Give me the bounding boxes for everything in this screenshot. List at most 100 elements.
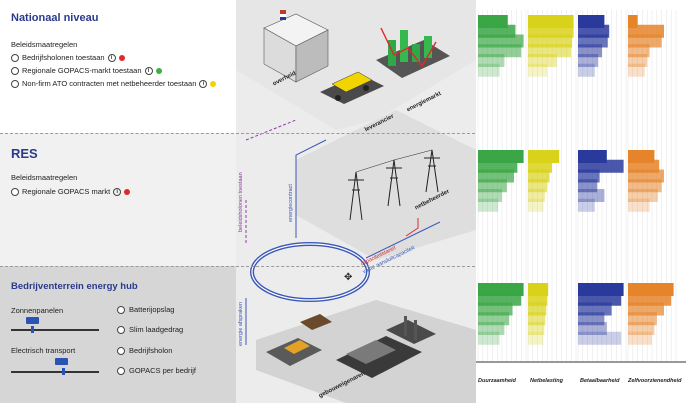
slider-thumb-zonnepanelen[interactable] [26, 317, 39, 324]
bar [528, 54, 557, 67]
bar [628, 189, 658, 202]
slider-knob-electrisch[interactable] [62, 368, 65, 375]
bar [578, 331, 622, 345]
charts-area: Duurzaamheid Netbelasting Betaalbaarheid… [476, 0, 698, 403]
bar [628, 179, 662, 193]
option-bedrijfsholonen[interactable]: Bedrijfsholonen toestaan i [11, 53, 125, 62]
capaciteitstarief-arrow [405, 218, 419, 237]
overheid-building [263, 10, 329, 83]
x-label-zelfvoorzienendheid: Zelfvoorzienendheid [628, 378, 682, 384]
bar [528, 312, 546, 326]
bar [528, 189, 545, 202]
info-icon[interactable]: i [144, 66, 153, 75]
bar [578, 63, 595, 77]
bar [628, 331, 652, 345]
national-panel [0, 0, 236, 133]
bar [578, 198, 595, 212]
bar [478, 63, 500, 77]
bar [528, 179, 548, 193]
bar [578, 189, 605, 202]
bar [478, 44, 522, 58]
bar [628, 63, 645, 77]
bar [628, 312, 657, 326]
x-label-netbelasting: Netbelasting [530, 378, 564, 384]
label-energiecontract: energiecontract [288, 184, 294, 222]
option-label: Bedrijfsholonen toestaan [22, 53, 105, 62]
radio-icon[interactable] [117, 366, 125, 375]
netbeheerder-pylons [348, 149, 440, 221]
bar [478, 198, 499, 212]
bar [478, 331, 500, 345]
option-label: Regionale GOPACS markt [22, 187, 111, 196]
separator-res-hub [0, 266, 475, 267]
option-slim-laadgedrag[interactable]: Slim laadgedrag [117, 325, 183, 334]
bar [578, 322, 607, 335]
option-label: Batterijopslag [129, 305, 175, 314]
radio-icon[interactable] [11, 79, 19, 88]
bar [628, 54, 648, 67]
radio-icon[interactable] [11, 66, 19, 75]
vaste-aansluit-arrow [365, 221, 441, 259]
bar [528, 331, 544, 345]
label-beleidsholonen: beleidsholonen toestaan [238, 172, 244, 232]
status-dot-icon [118, 54, 125, 61]
info-icon[interactable]: i [107, 53, 116, 62]
option-batterijopslag[interactable]: Batterijopslag [117, 305, 174, 314]
label-energie-afspraken: energie afspraken [238, 301, 244, 346]
slider-track-zonnepanelen[interactable] [11, 329, 99, 331]
slider-thumb-electrisch[interactable] [55, 358, 68, 365]
option-label: Slim laadgedrag [129, 325, 184, 334]
bar [578, 44, 602, 58]
bar [528, 63, 548, 77]
bar [478, 322, 505, 335]
option-label: Non-firm ATO contracten met netbeheerder… [22, 79, 197, 88]
info-icon[interactable]: i [199, 79, 208, 88]
option-regionale-gopacs[interactable]: Regionale GOPACS-markt toestaan i [11, 66, 162, 75]
option-res-gopacs[interactable]: Regionale GOPACS markt i [11, 187, 131, 196]
bar [478, 179, 507, 193]
slider-track-electrisch[interactable] [11, 371, 99, 373]
bar [478, 312, 510, 326]
radio-icon[interactable] [117, 305, 125, 314]
national-subtitle: Beleidsmaatregelen [11, 40, 78, 49]
bar [478, 54, 505, 67]
res-subtitle: Beleidsmaatregelen [11, 173, 78, 182]
separator-national-res [0, 133, 475, 134]
national-title: Nationaal niveau [11, 12, 99, 24]
option-label: Bedrijfsholon [129, 346, 173, 355]
option-label: Regionale GOPACS-markt toestaan [22, 66, 142, 75]
energiemarkt-chart [376, 27, 450, 78]
hub-panel [0, 266, 236, 403]
slider-knob-zonnepanelen[interactable] [31, 326, 34, 333]
radio-icon[interactable] [117, 325, 125, 334]
bar [578, 179, 598, 193]
beleidsholonen-arrow-top [245, 119, 297, 141]
energiecontract-arrow [295, 139, 327, 238]
option-bedrijfsholon[interactable]: Bedrijfsholon [117, 346, 172, 355]
option-gopacs-per-bedrijf[interactable]: GOPACS per bedrijf [117, 366, 196, 375]
x-label-duurzaamheid: Duurzaamheid [478, 378, 516, 384]
bar [478, 189, 502, 202]
res-plate [296, 110, 476, 260]
bar [578, 312, 605, 326]
energy-ring-highlight [251, 243, 369, 301]
info-icon[interactable]: i [113, 187, 122, 196]
hub-buildings [266, 314, 436, 378]
radio-icon[interactable] [117, 346, 125, 355]
res-panel [0, 133, 236, 266]
bar [528, 44, 572, 58]
status-dot-icon [155, 67, 162, 74]
diagram-canvas [236, 0, 476, 403]
move-cursor-icon[interactable]: ✥ [344, 272, 353, 283]
leverancier-truck [320, 71, 384, 104]
bar [628, 322, 655, 335]
status-dot-icon [210, 80, 217, 87]
bar [628, 44, 650, 58]
bar-charts [476, 10, 686, 363]
bar [628, 15, 638, 28]
option-non-firm-ato[interactable]: Non-firm ATO contracten met netbeheerder… [11, 79, 217, 88]
bar [628, 198, 650, 212]
hub-title: Bedrijventerrein energy hub [11, 281, 138, 292]
radio-icon[interactable] [11, 187, 19, 196]
radio-icon[interactable] [11, 53, 19, 62]
